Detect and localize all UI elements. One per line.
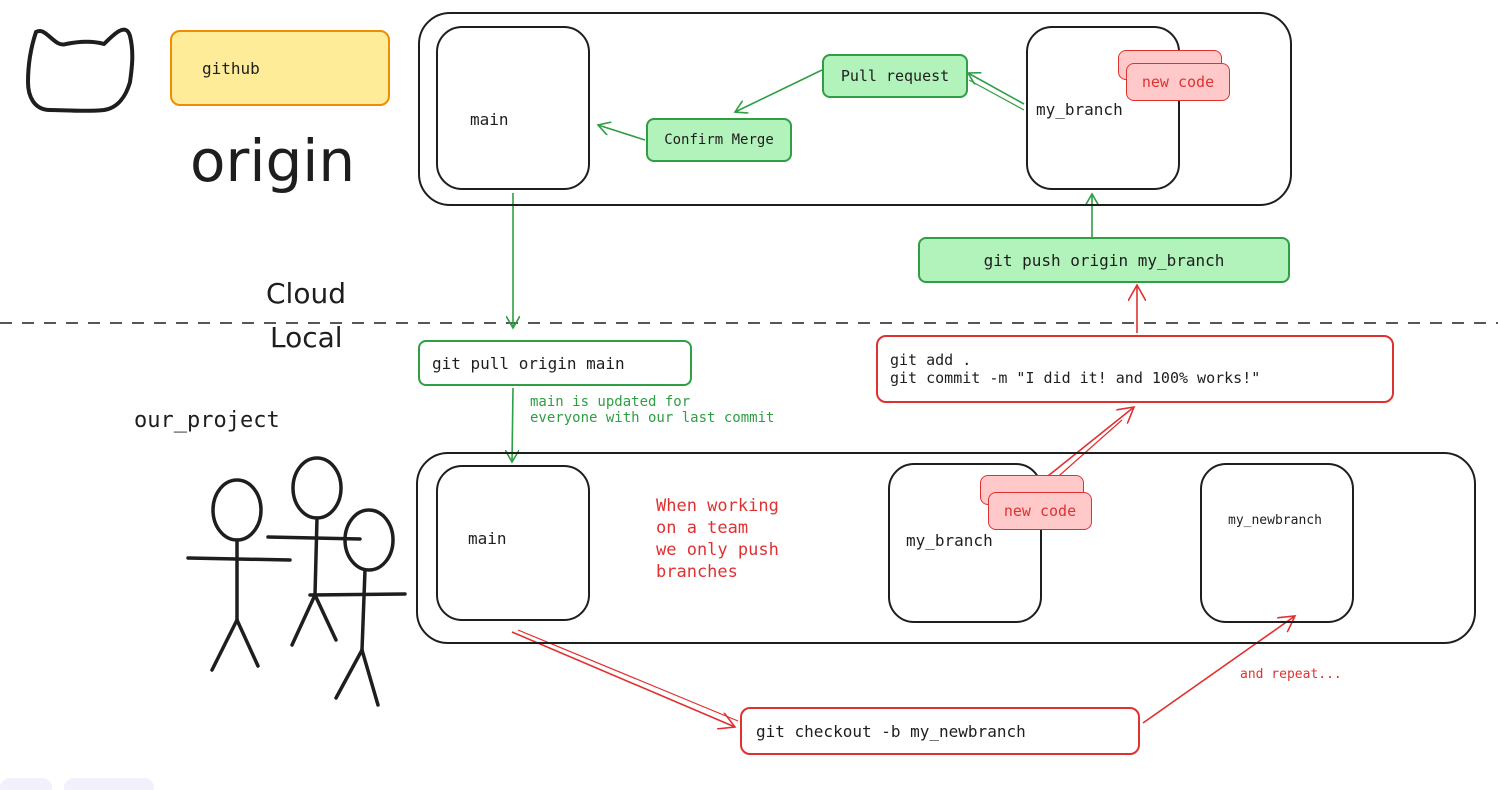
pull-note: main is updated for everyone with our la… — [530, 394, 775, 427]
origin-my-branch — [1026, 26, 1180, 190]
origin-main-branch — [436, 26, 590, 190]
local-new-branch-label: my_newbranch — [1228, 513, 1322, 528]
origin-title: origin — [190, 127, 356, 195]
local-my-branch-label: my_branch — [906, 531, 993, 550]
team-stick-figures — [186, 456, 407, 707]
pull-request-node: Pull request — [822, 54, 968, 98]
arrow-branch-to-pr — [968, 73, 1025, 105]
local-repo-container — [416, 452, 1476, 644]
origin-my-branch-label: my_branch — [1036, 100, 1123, 119]
arrow-main-to-checkout — [511, 631, 735, 727]
repeat-note: and repeat... — [1240, 667, 1342, 682]
github-cat-icon — [26, 27, 135, 113]
github-label: github — [170, 30, 390, 106]
project-label: our_project — [134, 408, 280, 433]
canvas-tab[interactable] — [64, 778, 154, 790]
cloud-label: Cloud — [266, 277, 346, 310]
origin-repo-container — [418, 12, 1292, 206]
local-new-code-badge: new code — [988, 492, 1092, 530]
git-push-command: git push origin my_branch — [918, 237, 1290, 283]
local-new-branch — [1200, 463, 1354, 623]
local-main-label: main — [468, 529, 507, 548]
arrow-pull-to-local-main — [512, 387, 513, 462]
git-checkout-command: git checkout -b my_newbranch — [740, 707, 1140, 755]
arrow-pr-to-merge — [735, 69, 823, 112]
arrow-checkout-to-newbranch — [1142, 616, 1295, 724]
local-main-branch — [436, 465, 590, 621]
local-label: Local — [270, 321, 343, 354]
github-text: github — [202, 58, 260, 78]
canvas-tab[interactable] — [0, 778, 52, 790]
arrow-merge-to-main — [598, 125, 646, 141]
git-commit-command: git add . git commit -m "I did it! and 1… — [876, 335, 1394, 403]
local-my-branch — [888, 463, 1042, 623]
origin-new-code-badge: new code — [1126, 63, 1230, 101]
confirm-merge-node: Confirm Merge — [646, 118, 792, 162]
git-pull-command: git pull origin main — [418, 340, 692, 386]
origin-main-label: main — [470, 110, 509, 129]
team-note: When working on a team we only push bran… — [656, 496, 779, 583]
